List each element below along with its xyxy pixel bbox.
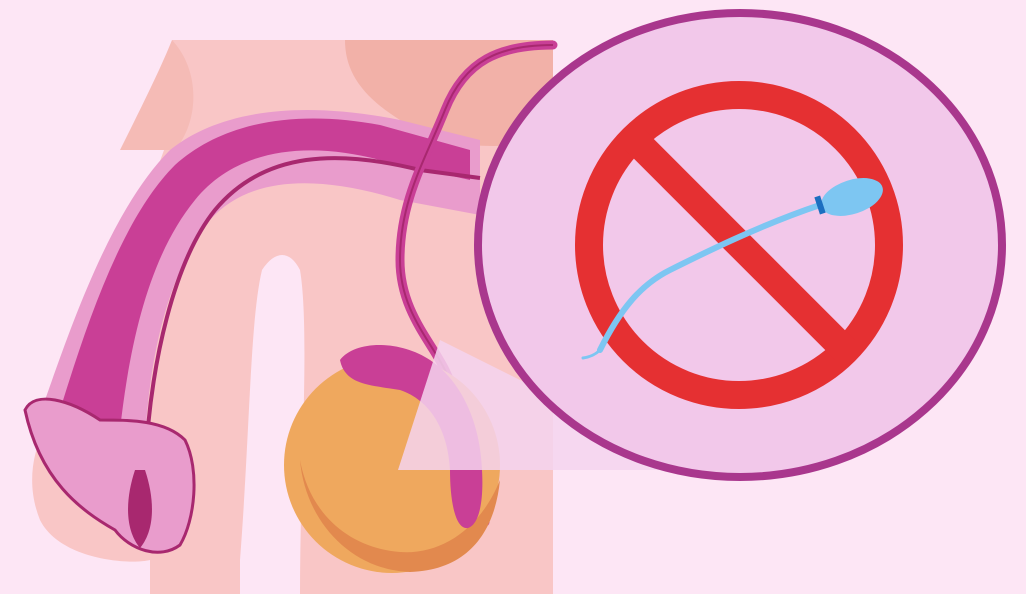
skin-thigh-shadow — [120, 40, 193, 150]
